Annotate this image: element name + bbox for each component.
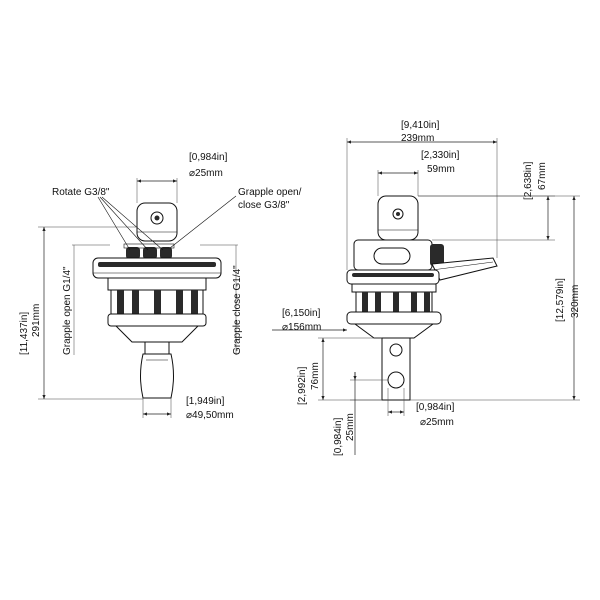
right-body-dia-mm-text: ⌀156mm	[282, 322, 321, 333]
left-bottom-shaft-inch-text: [1,949in]	[186, 396, 225, 407]
right-height-dimension: [12,579in] 320mm	[410, 195, 581, 401]
left-bottom-shaft-mm-text: ⌀49,50mm	[186, 410, 234, 421]
right-pin-offset-inch-text: [0,984in]	[333, 417, 344, 456]
right-shaft-length-mm-text: 76mm	[310, 362, 321, 390]
right-body-dia-inch-text: [6,150in]	[282, 308, 321, 319]
right-rotator-body	[346, 283, 442, 339]
right-height-inch-text: [12,579in]	[555, 278, 566, 322]
rotate-port-label: Rotate G3/8"	[52, 187, 110, 198]
grapple-close-port-label: Grapple close G1/4"	[232, 265, 243, 355]
right-shaft	[381, 337, 411, 401]
left-height-mm-text: 291mm	[31, 304, 42, 337]
right-height-mm-text: 320mm	[570, 285, 581, 318]
right-top-lug	[377, 195, 419, 241]
grapple-close-port-callout: Grapple close G1/4"	[200, 244, 243, 355]
left-top-shaft-inch-text: [0,984in]	[189, 152, 228, 163]
grapple-top-label-line2: close G3/8"	[238, 200, 290, 211]
right-rotator-view: [9,410in] 239mm [2,330in] 59mm [2,638in]…	[272, 120, 581, 456]
right-pin-diameter-dimension: [0,984in] ⌀25mm	[387, 388, 455, 428]
left-rotator-view: [0,984in] ⌀25mm Rotate G3/8" Grapple ope…	[19, 152, 302, 421]
right-width-inch-text: [9,410in]	[401, 120, 440, 131]
right-shaft-length-inch-text: [2,992in]	[297, 366, 308, 405]
rotate-callout: Rotate G3/8"	[52, 187, 164, 251]
right-lug-height-mm-text: 67mm	[537, 162, 548, 190]
right-flange	[346, 269, 440, 285]
right-lug-width-mm-text: 59mm	[427, 164, 455, 175]
left-rotator-body	[107, 277, 207, 343]
right-pin-inch-text: [0,984in]	[416, 402, 455, 413]
grapple-open-port-label: Grapple open G1/4"	[62, 266, 73, 355]
left-top-shaft-dimension: [0,984in] ⌀25mm	[136, 152, 228, 203]
right-shaft-length-dimension: [2,992in] 76mm	[297, 337, 382, 405]
right-lug-height-inch-text: [2,638in]	[523, 161, 534, 200]
right-lug-width-dimension: [2,330in] 59mm	[377, 150, 460, 196]
right-pin-mm-text: ⌀25mm	[420, 417, 454, 428]
left-bottom-shaft-dimension: [1,949in] ⌀49,50mm	[142, 396, 234, 421]
left-height-inch-text: [11,437in]	[19, 312, 30, 355]
right-width-mm-text: 239mm	[401, 133, 434, 144]
left-height-dimension: [11,437in] 291mm	[19, 226, 143, 400]
grapple-open-port-callout: Grapple open G1/4"	[62, 244, 110, 355]
right-lug-width-inch-text: [2,330in]	[421, 150, 460, 161]
grapple-top-callout: Grapple open/ close G3/8"	[169, 187, 302, 249]
right-pin-offset-dimension: [0,984in] 25mm	[333, 372, 388, 456]
right-body-diameter-dimension: [6,150in] ⌀156mm	[272, 308, 347, 333]
left-upper-flange	[92, 257, 222, 279]
right-width-dimension: [9,410in] 239mm	[346, 120, 498, 270]
left-top-lug	[136, 202, 178, 242]
left-hose-fittings	[123, 243, 175, 259]
grapple-top-label-line1: Grapple open/	[238, 187, 302, 198]
left-shaft	[140, 341, 174, 399]
right-pin-offset-mm-text: 25mm	[345, 413, 356, 441]
left-top-shaft-mm-text: ⌀25mm	[189, 168, 223, 179]
right-upper-housing	[353, 239, 444, 271]
